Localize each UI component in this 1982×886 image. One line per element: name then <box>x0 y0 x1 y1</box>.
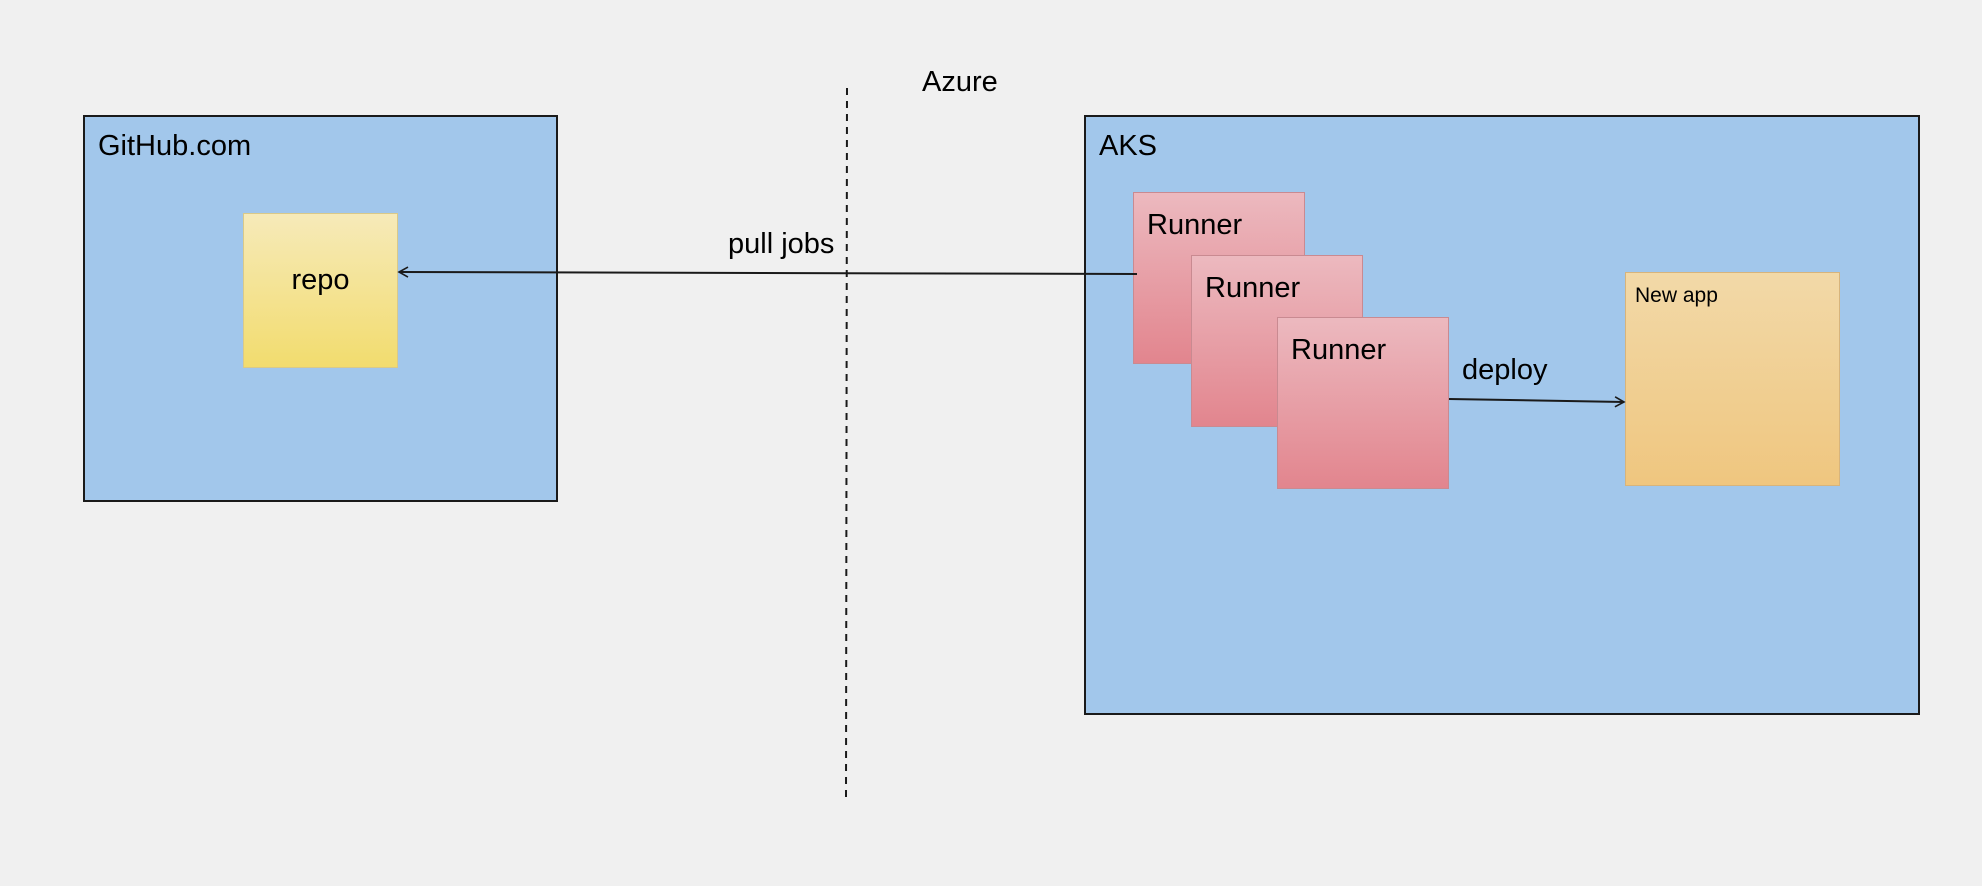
repo-label: repo <box>291 264 350 296</box>
azure-label: Azure <box>922 66 998 98</box>
new-app-label: New app <box>1635 284 1718 307</box>
azure-boundary-line <box>845 87 848 801</box>
pull-jobs-label: pull jobs <box>728 228 835 260</box>
github-title: GitHub.com <box>98 130 252 162</box>
new-app-node[interactable]: New app <box>1625 272 1840 486</box>
runner-node-3[interactable]: Runner <box>1277 317 1449 489</box>
deploy-label: deploy <box>1462 354 1548 386</box>
aks-title: AKS <box>1099 130 1158 162</box>
runner-label-3: Runner <box>1291 334 1387 366</box>
runner-label-2: Runner <box>1205 272 1301 304</box>
runner-label-1: Runner <box>1147 209 1243 241</box>
repo-node[interactable]: repo <box>243 213 398 368</box>
